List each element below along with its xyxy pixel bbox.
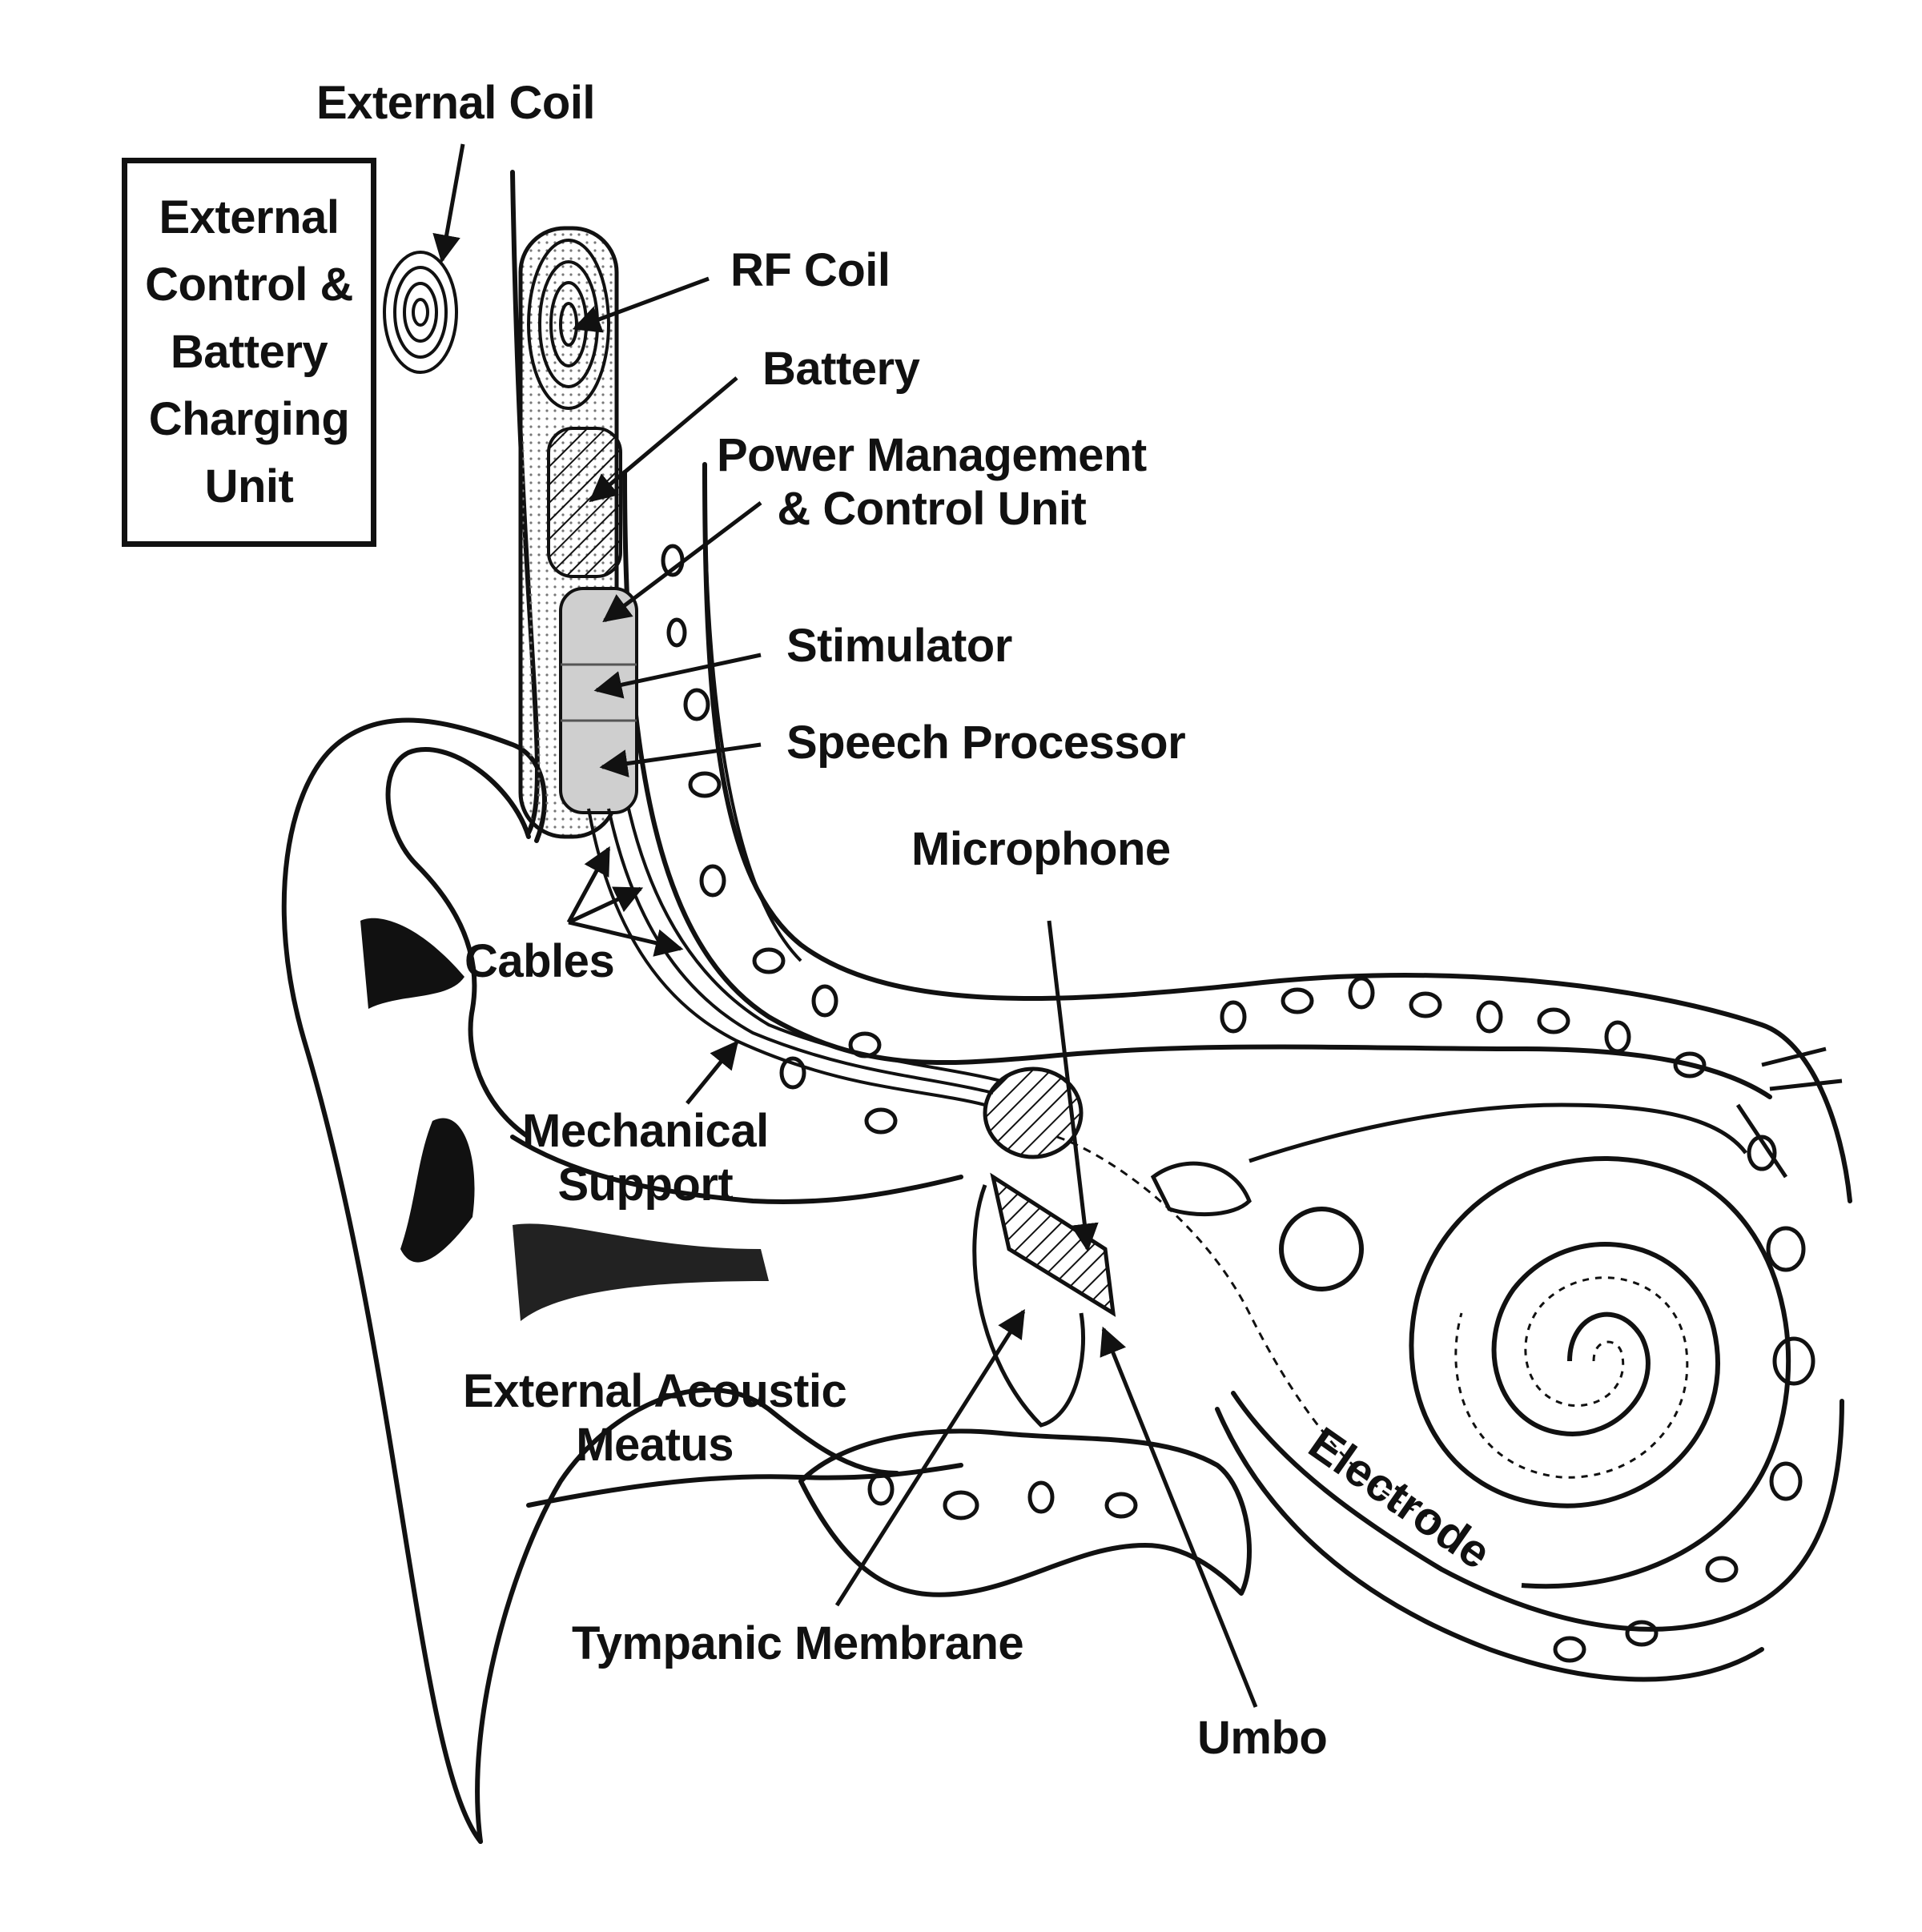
arrow-power-management xyxy=(602,501,762,623)
arrow-mechanical-support xyxy=(686,1040,739,1105)
label-mechanical-support: Mechanical Support xyxy=(522,1105,769,1211)
label-microphone: Microphone xyxy=(911,823,1171,875)
label-tympanic-membrane: Tympanic Membrane xyxy=(572,1617,1024,1669)
bone-lower xyxy=(1215,1407,1764,1682)
arrow-battery xyxy=(589,376,738,503)
skull-bone-inner xyxy=(622,470,1772,1099)
tympanic-membrane-shape xyxy=(972,1184,1085,1428)
label-external-acoustic-meatus: External Acoustic Meatus xyxy=(463,1365,847,1471)
arrow-microphone xyxy=(1047,920,1099,1252)
round-window xyxy=(1279,1207,1364,1291)
label-cables: Cables xyxy=(464,935,615,987)
pinna-outline xyxy=(281,717,547,1844)
arrow-umbo xyxy=(1100,1326,1258,1708)
nerve-fibers xyxy=(1735,1046,1843,1179)
electrode-path xyxy=(1056,1135,1442,1523)
cochlea xyxy=(1248,1103,1791,1589)
bone-texture xyxy=(661,544,1815,1663)
incus xyxy=(983,1066,1084,1159)
inner-ear-lower xyxy=(1231,1391,1844,1632)
skull-bone-outer xyxy=(702,462,1852,1203)
cables xyxy=(587,464,1002,1107)
label-external-coil: External Coil xyxy=(316,77,596,129)
canal-shade xyxy=(513,1223,769,1321)
arrow-tympanic-membrane xyxy=(834,1309,1026,1607)
arrow-cables-2 xyxy=(567,886,644,925)
battery-cell xyxy=(547,427,622,578)
arrow-cables-3 xyxy=(568,920,684,957)
arrow-rf-coil xyxy=(572,276,710,333)
label-power-management: Power Management & Control Unit xyxy=(717,429,1147,535)
external-control-unit-box: External Control & Battery Charging Unit xyxy=(122,158,376,547)
pinna-inner-fold xyxy=(385,747,531,1139)
ear-canal-bottom xyxy=(526,1463,963,1508)
temporal-bone-lower xyxy=(798,1428,1252,1597)
external-control-unit-label: External Control & Battery Charging Unit xyxy=(145,191,353,513)
microphone-body xyxy=(990,1172,1116,1317)
stapes xyxy=(1150,1161,1252,1216)
implant-capsule xyxy=(518,226,638,839)
label-battery: Battery xyxy=(762,343,920,395)
pinna-lower xyxy=(475,1387,899,1844)
control-unit xyxy=(559,587,638,814)
label-stimulator: Stimulator xyxy=(786,620,1012,672)
label-umbo: Umbo xyxy=(1197,1712,1328,1764)
pinna-shade-2 xyxy=(400,1118,475,1263)
ear-canal-top xyxy=(510,1135,963,1204)
cochlea-dashed xyxy=(1454,1276,1689,1479)
arrow-external-coil xyxy=(432,143,465,263)
arrow-speech-processor xyxy=(599,742,762,777)
label-speech-processor: Speech Processor xyxy=(786,717,1186,769)
label-rf-coil: RF Coil xyxy=(730,244,891,296)
arrow-cables-1 xyxy=(566,846,611,924)
pinna-shade-1 xyxy=(360,918,464,1009)
external-coil xyxy=(383,251,458,374)
middle-ear xyxy=(972,1066,1364,1428)
arrow-stimulator xyxy=(593,653,762,699)
